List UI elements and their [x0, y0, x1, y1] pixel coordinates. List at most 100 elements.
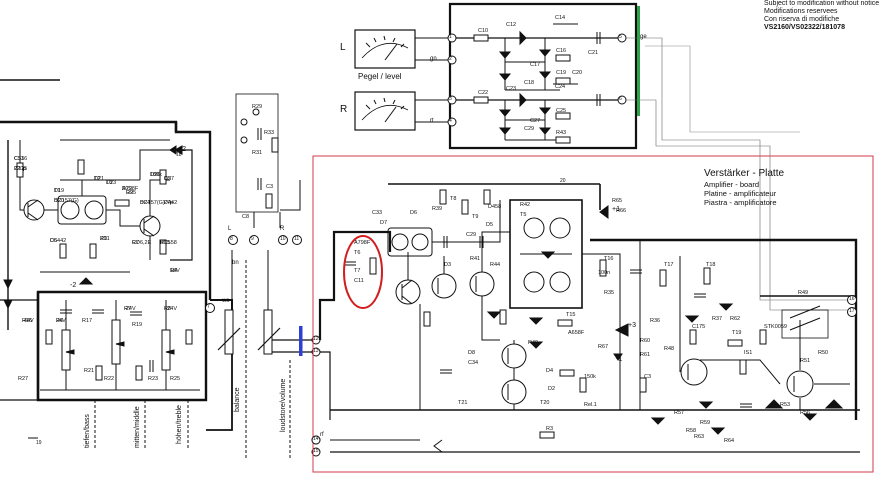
rail-label: +3 — [628, 322, 636, 329]
part-designator: R66 — [616, 208, 627, 214]
part-designator: C14 — [555, 15, 566, 21]
part-designator: R53 — [780, 402, 791, 408]
part-designator: C29 — [466, 232, 477, 238]
control-column — [174, 93, 321, 460]
meter-left-label: L — [340, 42, 346, 53]
notice-line-3: Con riserva di modifiche — [764, 16, 840, 23]
part-designator: T6 — [354, 250, 361, 256]
wire-tag-rt: rt — [430, 118, 434, 124]
part-designator: T5 — [520, 212, 527, 218]
part-designator: T9 — [472, 214, 479, 220]
bass-label: tiefen/bass — [84, 414, 91, 448]
part-designator: D20 — [54, 198, 65, 204]
part-designator: C34 — [468, 360, 479, 366]
part-designator: D23 — [106, 180, 117, 186]
part-designator: D19 — [54, 188, 65, 194]
terminal-number: 4 — [449, 118, 452, 124]
terminal-number: 9 — [251, 236, 254, 242]
part-designator: R51 — [800, 358, 811, 364]
terminal-number: 20 — [560, 178, 566, 184]
part-designator: R11 — [100, 236, 110, 242]
part-designator: R27 — [18, 376, 29, 382]
part-designator: C5 — [164, 176, 172, 182]
part-designator: C23 — [506, 86, 517, 92]
terminal-number: 16 — [849, 296, 855, 302]
part-designator: C18 — [524, 80, 535, 86]
part-designator: -44V — [22, 318, 34, 324]
part-designator: R36 — [650, 318, 661, 324]
middle-label: mitten/middle — [134, 406, 141, 448]
part-designator: IS1 — [744, 350, 753, 356]
part-designator: Rel.1 — [584, 402, 597, 408]
wire-tag-bn: bn — [232, 260, 239, 266]
part-designator: R62 — [730, 316, 741, 322]
part-designator: C22 — [478, 90, 489, 96]
preamp-section — [0, 79, 212, 450]
highlight-circle — [343, 235, 383, 309]
part-designator: R6 — [56, 318, 64, 324]
part-designator: D27 — [164, 176, 175, 182]
part-designator: D458 — [488, 204, 502, 210]
meter-right-label: R — [340, 104, 348, 115]
part-designator: D3 — [444, 262, 452, 268]
part-designator: R29 — [252, 104, 263, 110]
modification-notice: Subject to modification without notice M… — [764, 0, 886, 32]
wire-tag-rf: rf — [320, 432, 324, 438]
green-marker-bar — [637, 6, 640, 116]
terminal-number: 3 — [449, 96, 452, 102]
part-designator: A658F — [568, 330, 585, 336]
part-designator: A798F — [122, 186, 139, 192]
part-designator: R49 — [798, 290, 809, 296]
terminal-number: 5 — [619, 34, 622, 40]
notice-line-2: Modifications reservees — [764, 8, 838, 15]
part-designator: R50 — [818, 350, 829, 356]
amplifier-board — [311, 183, 860, 453]
part-designator: -24V — [124, 306, 136, 312]
board-title: Verstärker - Platte — [704, 168, 785, 179]
right-level-meter — [354, 91, 416, 131]
wire-tag-L: L — [228, 226, 232, 232]
part-designator: ZD — [100, 236, 108, 242]
part-designator: T3 — [106, 180, 113, 186]
part-designator: 180k — [150, 172, 162, 178]
blue-marker-bar — [299, 326, 303, 356]
part-designator: R16 — [22, 318, 33, 324]
part-designator: R44 — [490, 262, 501, 268]
part-designator: C27 — [530, 118, 541, 124]
part-designator: R23 — [148, 376, 159, 382]
part-designator: D6 — [410, 210, 418, 216]
terminal-number: 18 — [176, 152, 182, 158]
part-designator: R35 — [604, 290, 615, 296]
part-designator: C536 — [14, 156, 28, 162]
part-designator: T1 — [54, 188, 61, 194]
part-designator: D5 — [486, 222, 494, 228]
part-designator: 24V — [56, 318, 66, 324]
part-designator: C25 — [556, 108, 567, 114]
part-designator: C175 — [692, 324, 706, 330]
rail-label: -2 — [70, 282, 77, 289]
part-designator: 18V — [170, 268, 180, 274]
part-designator: C29 — [524, 126, 535, 132]
terminal-number: 17 — [849, 308, 855, 314]
part-designator: D4 — [546, 368, 554, 374]
part-designator: R39 — [432, 206, 443, 212]
part-designator: D7 — [380, 220, 388, 226]
part-designator: T17 — [664, 262, 674, 268]
part-designator: R60 — [640, 338, 651, 344]
part-designator: T20 — [540, 400, 550, 406]
part-designator: T2 — [94, 176, 101, 182]
part-designator: R41 — [470, 256, 481, 262]
rail-label: +1 — [612, 206, 620, 213]
part-designator: T15 — [566, 312, 576, 318]
board-title-it: Piastra - amplificatore — [704, 198, 777, 207]
terminal-number: 19 — [36, 440, 42, 446]
part-designator: C19 — [556, 70, 567, 76]
part-designator: D21 — [94, 176, 105, 182]
part-designator: R15 — [160, 240, 171, 246]
part-designator: C3 — [266, 184, 274, 190]
part-designator: R8 — [164, 306, 172, 312]
part-designator: R7 — [124, 306, 132, 312]
left-level-meter — [354, 29, 416, 69]
